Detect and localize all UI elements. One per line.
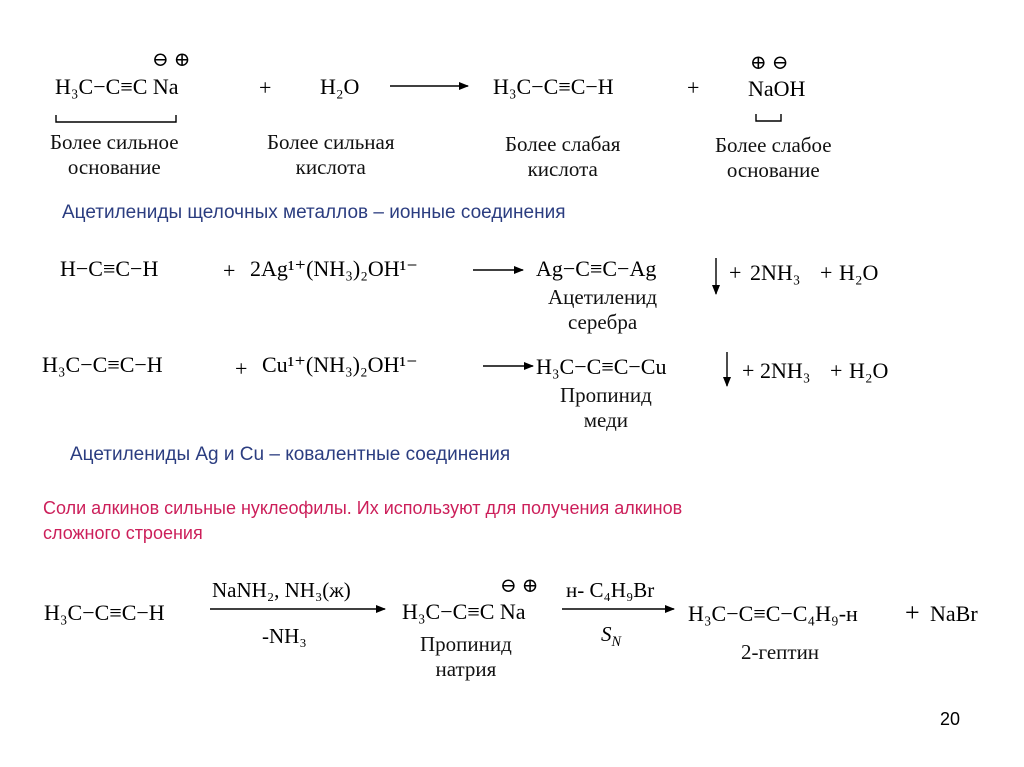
reactant-propyne: H₃C−C≡C−H	[44, 600, 165, 625]
plus-sign: +	[820, 260, 833, 285]
product-ammonia: 2NH₃	[760, 358, 811, 383]
note-covalent: Ацетилениды Ag и Cu – ковалентные соедин…	[70, 444, 511, 465]
label-stronger-acid: Более сильная кислота	[267, 130, 395, 179]
product-ammonia: 2NH₃	[750, 260, 801, 285]
label-stronger-base: Более сильное основание	[50, 130, 179, 179]
note-ionic: Ацетилениды щелочных металлов – ионные с…	[62, 202, 566, 223]
byproduct-nabr: NaBr	[930, 601, 978, 626]
product-copper-propynide: H₃C−C≡C−Cu	[536, 354, 667, 379]
reactant-acetylene: H−C≡C−H	[60, 256, 159, 281]
product-water: H₂O	[839, 260, 879, 285]
bracket-reactant	[55, 115, 177, 123]
condition-butyl-bromide: н- C₄H₉Br	[566, 578, 655, 602]
condition-minus-ammonia: -NH₃	[262, 624, 307, 648]
plus-sign: +	[729, 260, 742, 285]
condition-sodamide: NaNH₂, NH₃(ж)	[212, 578, 351, 602]
intermediate-sodium-propynide: H₃C−C≡C Na	[402, 599, 526, 624]
plus-sign: +	[905, 598, 920, 627]
charges-intermediate: ⊖ ⊕	[500, 575, 539, 597]
charges-naoh: ⊕ ⊖	[750, 52, 789, 74]
label-2-heptyne: 2-гептин	[741, 640, 820, 664]
condition-sn: SN	[601, 622, 622, 651]
label-weaker-acid: Более слабая кислота	[505, 132, 621, 181]
reactant-water: H₂O	[320, 74, 360, 99]
label-copper-propynide: Пропинид меди	[560, 383, 652, 432]
plus-sign: +	[742, 358, 755, 383]
reactant-propyne: H₃C−C≡C−H	[42, 352, 163, 377]
plus-sign: +	[259, 75, 272, 100]
bracket-naoh	[755, 114, 782, 122]
label-sodium-propynide: Пропинид натрия	[420, 632, 512, 681]
plus-sign: +	[830, 358, 843, 383]
reactant-sodium-propynide: H₃C−C≡C Na	[55, 74, 179, 99]
charges-reactant: ⊖ ⊕	[152, 49, 191, 71]
reagent-copper: Cu¹⁺(NH₃)₂OH¹⁻	[262, 352, 418, 377]
product-naoh: NaOH	[748, 76, 806, 101]
product-silver-acetylide: Ag−C≡C−Ag	[536, 256, 657, 281]
label-weaker-base: Более слабое основание	[715, 133, 832, 182]
plus-sign: +	[687, 75, 700, 100]
product-propyne: H₃C−C≡C−H	[493, 74, 614, 99]
product-2-heptyne: H₃C−C≡C−C₄H₉-н	[688, 601, 858, 626]
page-number: 20	[940, 709, 961, 729]
reagent-tollens: 2Ag¹⁺(NH₃)₂OH¹⁻	[250, 256, 418, 281]
label-silver-acetylide: Ацетиленид серебра	[548, 285, 658, 334]
plus-sign: +	[235, 356, 248, 381]
product-water: H₂O	[849, 358, 889, 383]
plus-sign: +	[223, 258, 236, 283]
note-nucleophiles: Соли алкинов сильные нуклеофилы. Их испо…	[43, 498, 683, 544]
